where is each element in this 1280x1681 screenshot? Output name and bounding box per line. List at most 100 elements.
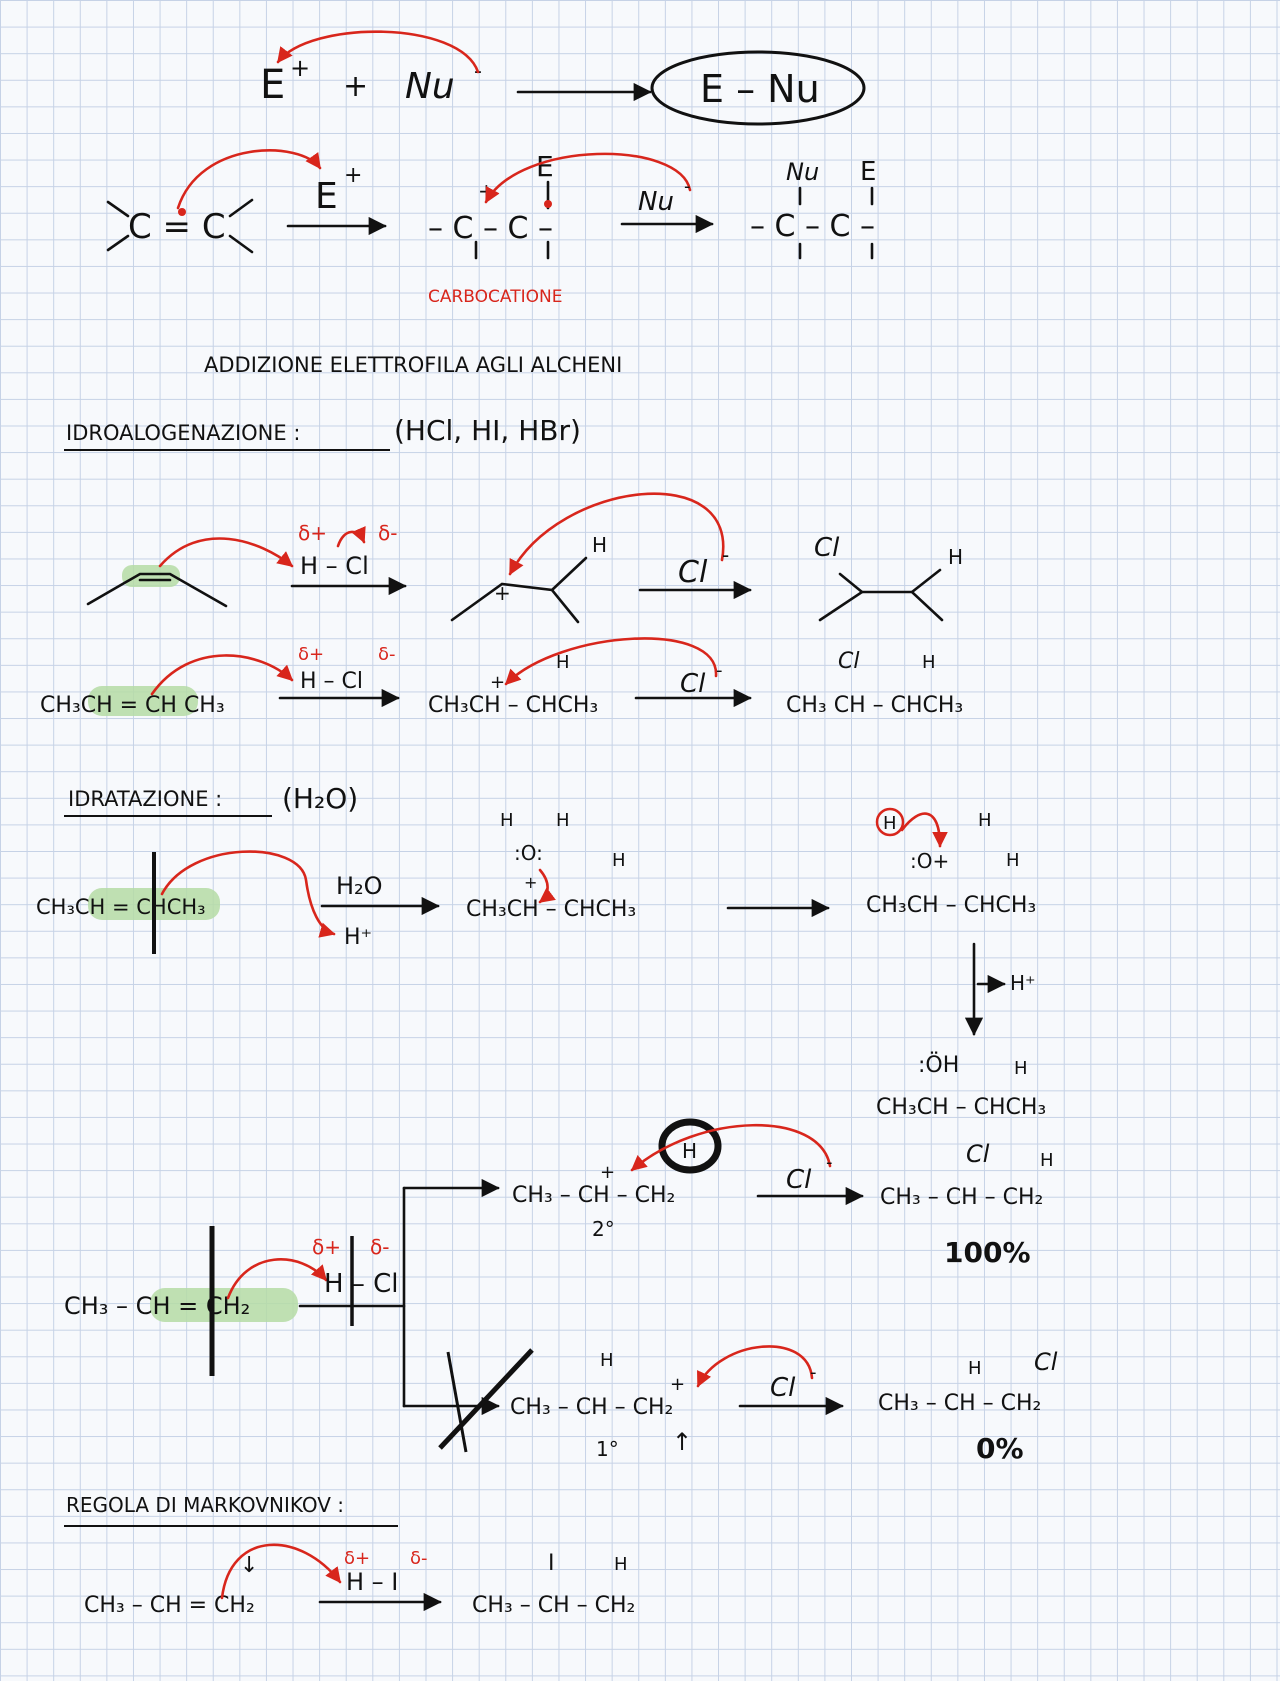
delta-minus-r: δ- (410, 1548, 428, 1569)
electrophile: E (315, 176, 338, 217)
mechanism-scheme: C = C E + – C – C – + E Nu - Nu E – C – … (106, 149, 876, 307)
primary-arrow: ↑ (672, 1428, 692, 1456)
addition-product: – C – C – (750, 209, 875, 244)
water-h-left: H (500, 810, 514, 831)
product-nu: Nu (786, 158, 819, 186)
svg-text:-: - (810, 1362, 817, 1383)
secondary-yield: 100% (944, 1236, 1031, 1269)
section-heading-addition: ADDIZIONE ELETTROFILA AGLI ALCHENI (204, 353, 622, 377)
hcl-reagent-m: H – Cl (324, 1269, 398, 1299)
nucleophile-charge: - (684, 176, 691, 197)
markovnikov-example: CH₃ – CH = CH₂ δ+ δ- H – Cl H + CH₃ – CH… (64, 1118, 1058, 1465)
butanol-product: CH₃CH – CHCH₃ (876, 1095, 1046, 1120)
primary-h: H (600, 1350, 614, 1371)
oxonium-h2: H (1006, 850, 1020, 871)
svg-text:δ-: δ- (378, 644, 396, 665)
oxonium-oxygen: :O+ (910, 849, 949, 873)
svg-text:δ+: δ+ (298, 644, 324, 665)
delta-minus: δ- (378, 521, 397, 545)
hydration-reagent: (H₂O) (282, 782, 358, 815)
hydration-title: IDRATAZIONE : (68, 787, 222, 811)
svg-text:-: - (826, 1152, 833, 1173)
chloride-ion: Cl (678, 555, 708, 590)
protonation-arrow (160, 850, 336, 938)
skeletal-cation (450, 582, 580, 624)
chlorobutane-product: CH₃ CH – CHCH₃ (786, 693, 963, 718)
nucleophile-attack-arrow (484, 152, 692, 204)
hcl-reagent-2: H – Cl (300, 669, 363, 694)
product-label: E – Nu (700, 67, 820, 111)
hydrohalogenation-reagents: (HCl, HI, HBr) (394, 414, 581, 447)
hi-reagent: H – I (346, 1568, 398, 1596)
primary-product-h: H (968, 1358, 982, 1379)
product-circle (650, 50, 866, 126)
product-h: H (922, 652, 936, 673)
electrophile-charge: + (290, 54, 310, 82)
delta-plus-m: δ+ (312, 1235, 341, 1259)
secondary-label: 2° (592, 1217, 615, 1241)
delta-plus: δ+ (298, 521, 327, 545)
markovnikov-reactant: CH₃ – CH = CH₂ (84, 1593, 255, 1618)
nucleophile: Nu (638, 187, 674, 217)
hydrohalogenation-title: IDROALOGENAZIONE : (66, 421, 300, 445)
hydrohalogenation-section: IDROALOGENAZIONE : (HCl, HI, HBr) δ+ δ- … (40, 414, 963, 718)
hydration-section: IDRATAZIONE : (H₂O) CH₃CH = CHCH₃ H₂O H⁺… (36, 782, 1046, 1120)
deprotonation-proton: H⁺ (1010, 971, 1036, 995)
markovnikov-down-arrow: ↓ (240, 1553, 258, 1578)
product-h-r: H (614, 1554, 628, 1575)
delta-plus-r: δ+ (344, 1548, 370, 1569)
carbocation-skeleton: – C – C – (428, 211, 553, 246)
product-h-skeletal: H (948, 545, 963, 569)
hydration-cation: CH₃CH – CHCH₃ (466, 897, 636, 922)
product-e: E (860, 157, 876, 187)
nucleophile-symbol: Nu (405, 66, 455, 107)
alcohol-h: H (1014, 1058, 1028, 1079)
alcohol-oh: :ÖH (918, 1052, 959, 1078)
svg-text:+: + (494, 581, 511, 605)
alkene-double-bond: C = C (128, 207, 226, 247)
water-h-right: H (556, 810, 570, 831)
pi-attack-arrow-skeletal (158, 537, 294, 568)
secondary-product-h: H (1040, 1150, 1054, 1171)
primary-cation: CH₃ – CH – CH₂ (510, 1395, 673, 1420)
iodopropane-product: CH₃ – CH – CH₂ (472, 1593, 635, 1618)
chloride-m2: Cl (770, 1373, 796, 1403)
primary-product-cl: Cl (1034, 1348, 1058, 1376)
cation-h: H (556, 652, 570, 673)
electrophile-on-carbon: E (536, 150, 554, 183)
secondary-charge: + (600, 1162, 615, 1183)
skeletal-h: H (592, 533, 607, 557)
acid-catalyst: H⁺ (344, 925, 372, 950)
chloride-attack-arrow-condensed (504, 637, 718, 686)
butene-reactant: CH₃CH = CH CH₃ (40, 693, 225, 718)
chloride-ion-2: Cl (680, 669, 706, 699)
pi-bond-attack-arrow (176, 149, 322, 210)
electrophile-symbol: E (260, 62, 285, 108)
secondary-product: CH₃ – CH – CH₂ (880, 1185, 1043, 1210)
markovnikov-title: REGOLA DI MARKOVNIKOV : (66, 1493, 344, 1517)
oxonium-ion: CH₃CH – CHCH₃ (866, 893, 1036, 918)
secondary-cation: CH₃ – CH – CH₂ (512, 1183, 675, 1208)
electrophile-charge: + (344, 163, 362, 188)
electron-transfer-arrow (276, 30, 480, 74)
propene-reactant: CH₃ – CH = CH₂ (64, 1292, 250, 1320)
primary-product: CH₃ – CH – CH₂ (878, 1391, 1041, 1416)
product-cl: Cl (838, 649, 859, 674)
markovnikov-rule: REGOLA DI MARKOVNIKOV : CH₃ – CH = CH₂ ↓… (64, 1493, 635, 1618)
water-reagent: H₂O (336, 872, 383, 900)
primary-charge: + (670, 1374, 685, 1395)
secondary-product-cl: Cl (966, 1140, 990, 1168)
butyl-cation: CH₃CH – CHCH₃ (428, 693, 598, 718)
primary-label: 1° (596, 1437, 619, 1461)
svg-text:-: - (716, 660, 723, 681)
chloride-m1: Cl (786, 1165, 812, 1195)
delta-minus-m: δ- (370, 1235, 389, 1259)
circled-h: H (883, 813, 897, 834)
carbocation-label: CARBOCATIONE (428, 287, 562, 307)
chloride-charge: - (722, 543, 729, 567)
pi-attack-arrow-condensed (150, 654, 294, 696)
hydration-reactant: CH₃CH = CHCH₃ (36, 895, 206, 919)
secondary-h: H (682, 1139, 697, 1163)
